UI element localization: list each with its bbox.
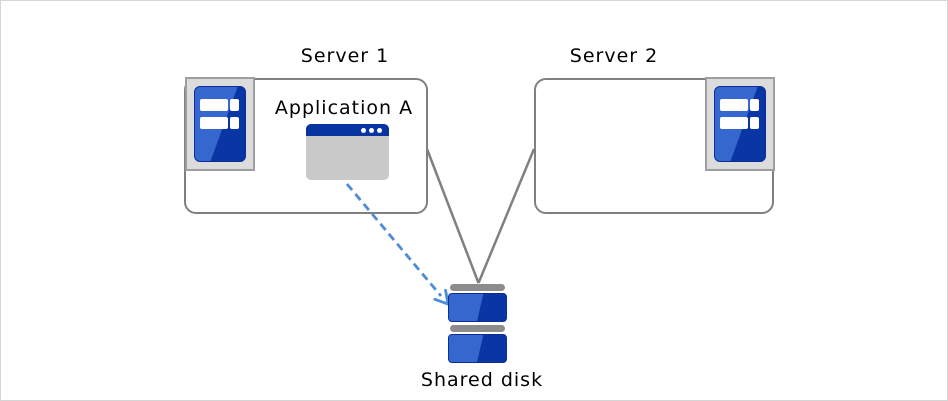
server-slot: [720, 99, 759, 111]
server2-icon-frame: [705, 77, 775, 171]
server-slot: [720, 117, 759, 129]
server1-to-disk-line: [425, 148, 480, 284]
window-dot: [361, 127, 366, 133]
server-slot: [200, 117, 239, 129]
application-window-icon: [306, 124, 389, 180]
server2-to-disk-line: [477, 148, 536, 284]
shared-disk-icon: [448, 284, 507, 366]
server-tower-icon: [714, 86, 766, 162]
window-titlebar: [306, 124, 389, 136]
disk-cap: [450, 284, 505, 291]
disk-cap: [450, 325, 505, 332]
server-slot: [200, 99, 239, 111]
disk-platter: [448, 334, 507, 363]
server1-icon-frame: [185, 77, 255, 171]
arrowhead-icon: [433, 288, 450, 306]
window-dot: [369, 127, 374, 133]
disk-platter: [448, 293, 507, 322]
server-tower-icon: [194, 86, 246, 162]
shared-disk-label: Shared disk: [420, 369, 544, 391]
window-dot: [377, 127, 382, 133]
server1-label: Server 1: [300, 45, 390, 67]
window-body: [306, 136, 389, 180]
application-label: Application A: [274, 97, 414, 119]
server2-label: Server 2: [569, 45, 659, 67]
